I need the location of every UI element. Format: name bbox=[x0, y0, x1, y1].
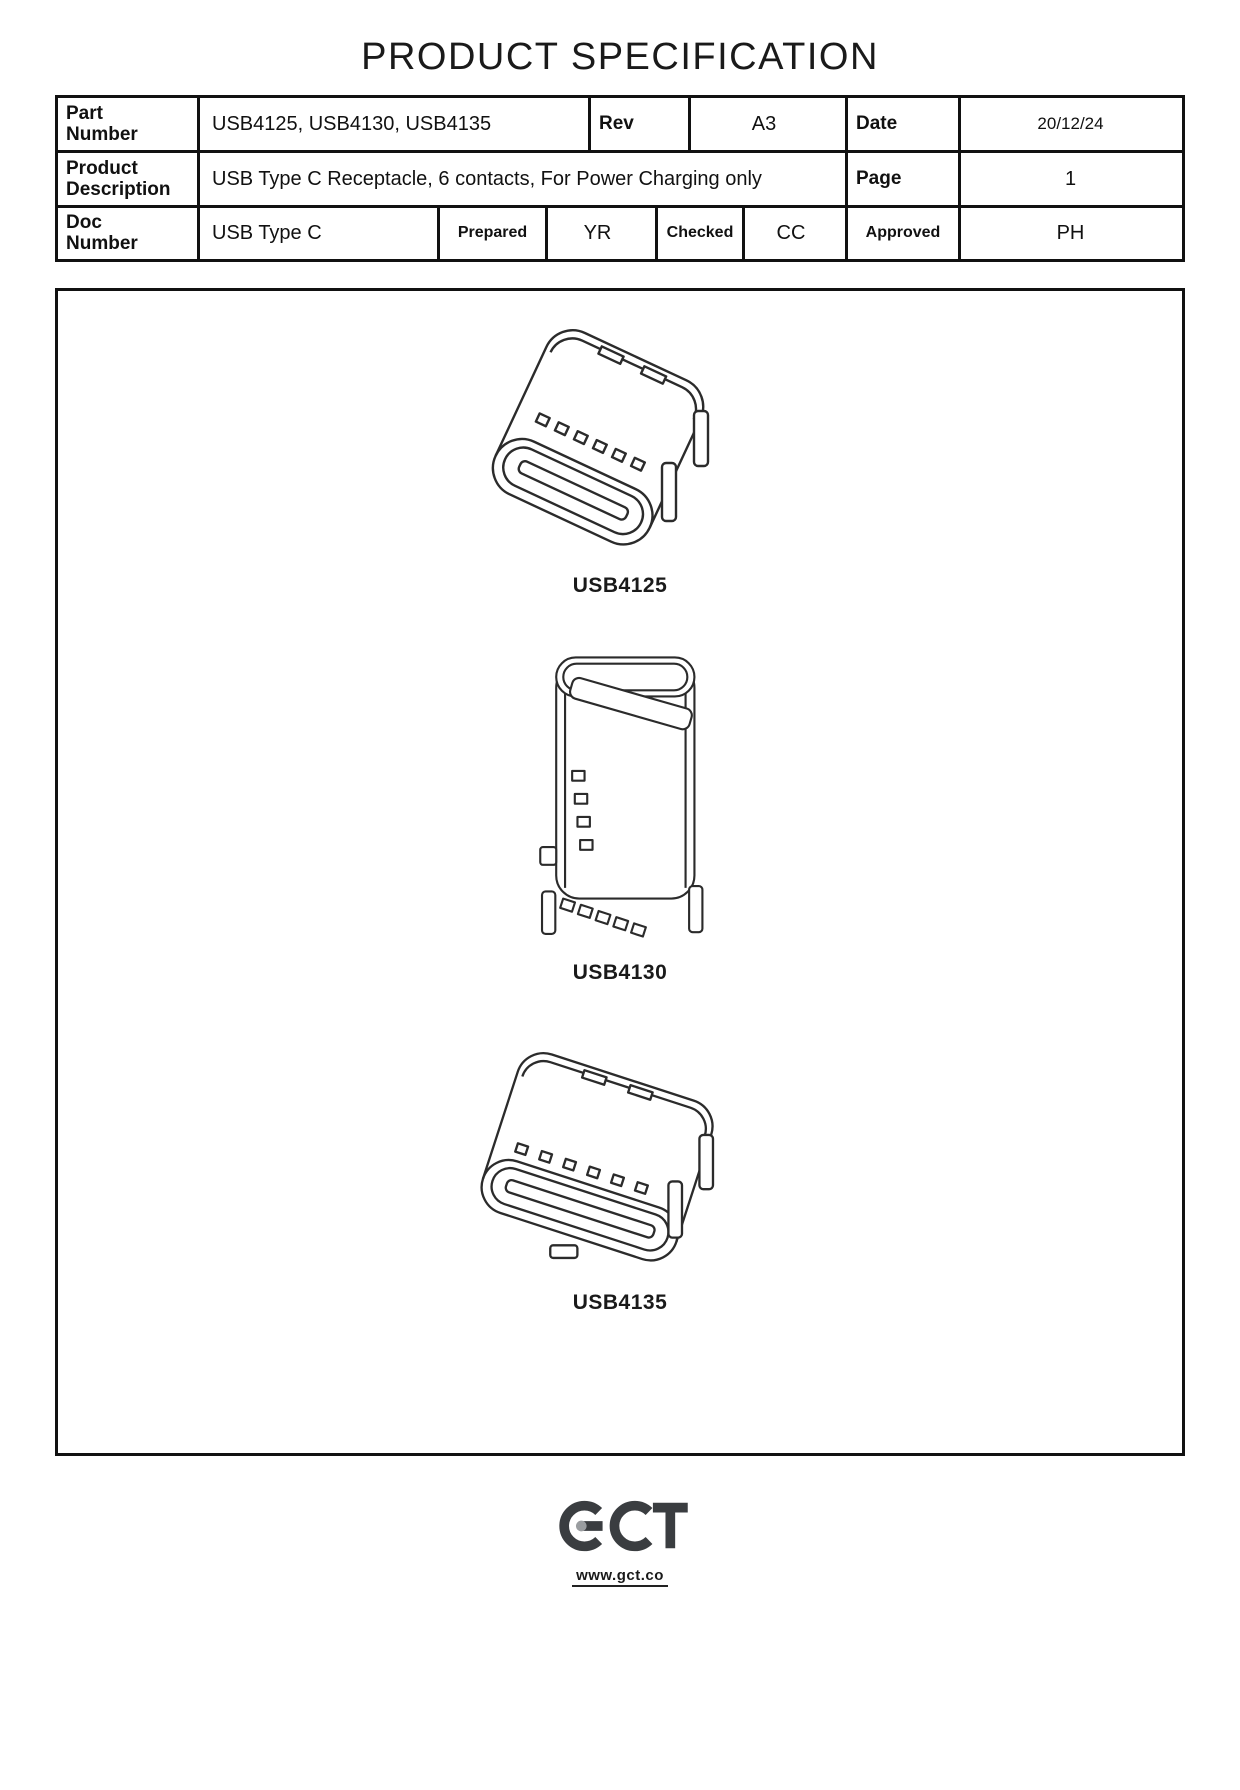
footer: GCT www.gct.co bbox=[55, 1496, 1185, 1587]
approved-value: PH bbox=[1056, 221, 1085, 244]
usb4135-connector-drawing bbox=[480, 1051, 715, 1262]
usb4130-figure: USB4130 bbox=[487, 638, 753, 985]
part-number-label: Part Number bbox=[58, 98, 200, 150]
usb4125-figure: USB4125 bbox=[470, 305, 770, 598]
date-label: Date bbox=[848, 98, 961, 150]
usb4130-figure-label: USB4130 bbox=[572, 960, 668, 984]
spec-table: Part Number USB4125, USB4130, USB4135 Re… bbox=[55, 95, 1185, 262]
gct-logo-mark bbox=[559, 1500, 688, 1551]
part-number-value: USB4125, USB4130, USB4135 bbox=[200, 98, 591, 150]
usb4135-figure-label: USB4135 bbox=[572, 1290, 668, 1314]
table-row-part-number: Part Number USB4125, USB4130, USB4135 Re… bbox=[58, 98, 1182, 153]
table-row-doc-number: Doc Number USB Type C Prepared YR Checke… bbox=[58, 208, 1182, 259]
usb4130-connector-drawing bbox=[539, 655, 704, 938]
product-description-value: USB Type C Receptacle, 6 contacts, For P… bbox=[200, 153, 848, 205]
rev-value: A3 bbox=[691, 98, 848, 150]
gct-logo: GCT bbox=[552, 1496, 688, 1561]
checked-value: CC bbox=[745, 208, 848, 259]
page-title: PRODUCT SPECIFICATION bbox=[361, 36, 879, 78]
table-row-product-description: Product Description USB Type C Receptacl… bbox=[58, 153, 1182, 208]
page-label: Page bbox=[848, 153, 961, 205]
drawings-panel: USB4125 bbox=[55, 287, 1185, 1456]
doc-number-value: USB Type C bbox=[200, 208, 440, 259]
usb4125-connector-drawing bbox=[491, 328, 710, 546]
prepared-label: Prepared bbox=[440, 208, 548, 259]
usb4135-figure: USB4135 bbox=[455, 1040, 785, 1315]
usb4125-figure-label: USB4125 bbox=[572, 573, 668, 597]
doc-number-label: Doc Number bbox=[58, 208, 200, 259]
page-value: 1 bbox=[1064, 167, 1077, 190]
prepared-value: YR bbox=[548, 208, 658, 259]
rev-label: Rev bbox=[591, 98, 691, 150]
checked-label: Checked bbox=[658, 208, 745, 259]
approved-label: Approved bbox=[848, 208, 961, 259]
date-value: 20/12/24 bbox=[1037, 114, 1104, 133]
spec-document-page: PRODUCT SPECIFICATION Part Number USB412… bbox=[0, 36, 1240, 1587]
website-link[interactable]: www.gct.co bbox=[572, 1567, 668, 1587]
product-description-label: Product Description bbox=[58, 153, 200, 205]
